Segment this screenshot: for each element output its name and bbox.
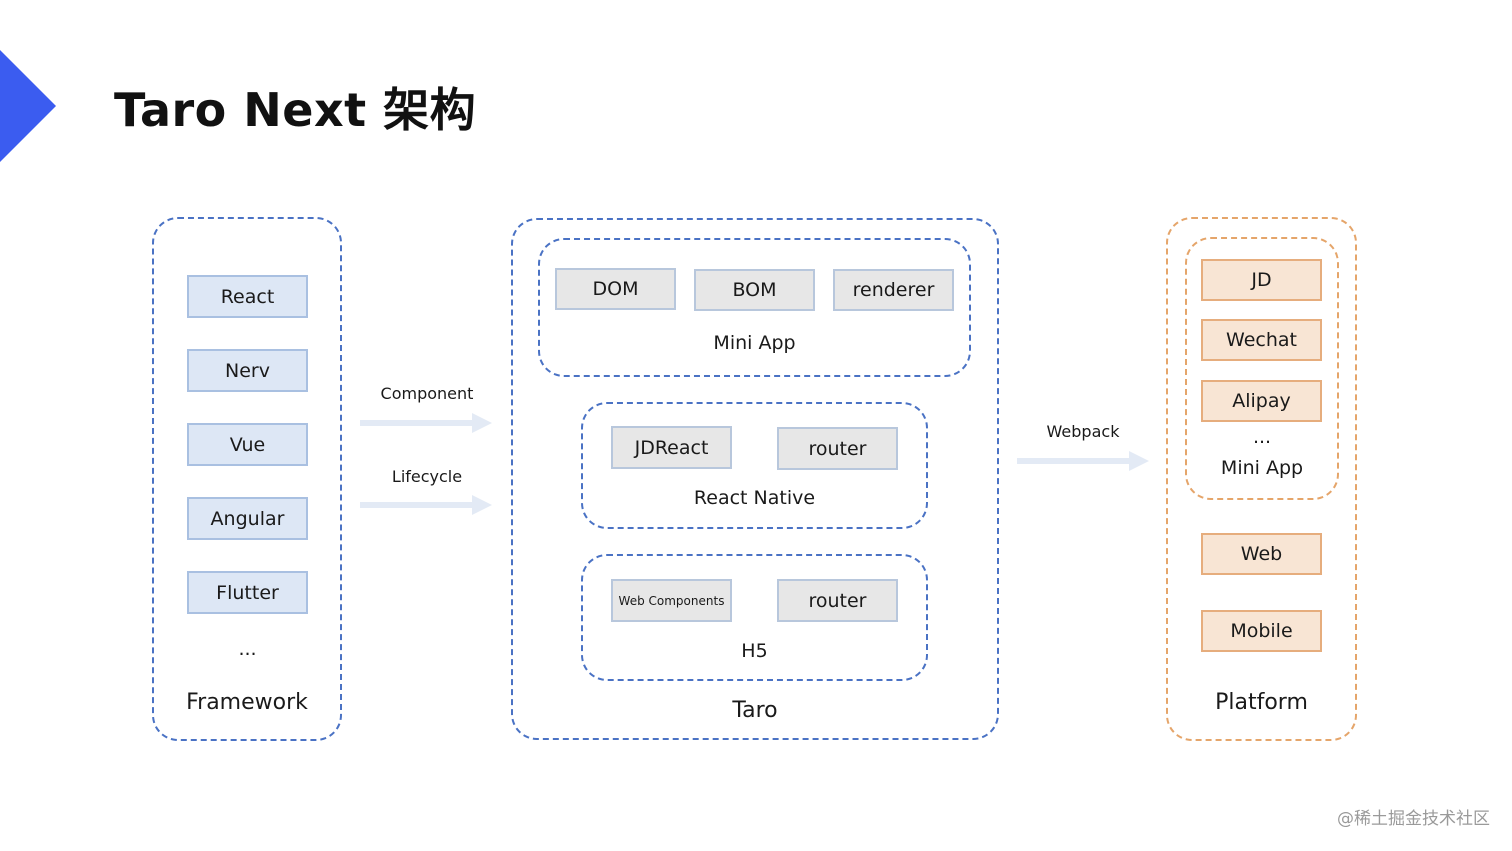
- taro-mini-app-item-bom: BOM: [694, 269, 815, 311]
- webpack-arrow-label: Webpack: [1046, 422, 1120, 441]
- taro-label: Taro: [732, 698, 778, 723]
- arrow-head-icon: [472, 413, 492, 433]
- platform-mini-app-item-wechat: Wechat: [1201, 319, 1322, 361]
- platform-item-web: Web: [1201, 533, 1322, 575]
- framework-item-angular: Angular: [187, 497, 308, 540]
- framework-item-nerv: Nerv: [187, 349, 308, 392]
- lifecycle-arrow-label: Lifecycle: [391, 467, 463, 486]
- framework-item-react: React: [187, 275, 308, 318]
- taro-h5-item-web-components: Web Components: [611, 579, 732, 622]
- platform-mini-app-group: [1185, 237, 1339, 500]
- component-arrow-label: Component: [380, 384, 474, 403]
- platform-mini-app-item-jd: JD: [1201, 259, 1322, 301]
- taro-react-native-item-router: router: [777, 427, 898, 470]
- platform-mini-app-ellipsis: ...: [1252, 426, 1272, 448]
- framework-group: [152, 217, 342, 741]
- platform-mini-app-item-alipay: Alipay: [1201, 380, 1322, 422]
- taro-mini-app-label: Mini App: [713, 332, 796, 354]
- taro-react-native-group: [581, 402, 928, 529]
- taro-h5-label: H5: [741, 640, 768, 662]
- framework-ellipsis: ...: [238, 638, 257, 660]
- taro-h5-item-router: router: [777, 579, 898, 622]
- arrow-head-icon: [1129, 451, 1149, 471]
- platform-mini-app-label: Mini App: [1220, 457, 1304, 479]
- page-title: Taro Next 架构: [114, 83, 477, 137]
- watermark: @稀土掘金技术社区: [1337, 809, 1490, 829]
- taro-mini-app-item-renderer: renderer: [833, 269, 954, 311]
- taro-mini-app-group: [538, 238, 971, 377]
- framework-item-vue: Vue: [187, 423, 308, 466]
- framework-label: Framework: [186, 690, 308, 715]
- platform-item-mobile: Mobile: [1201, 610, 1322, 652]
- accent-chevron-icon: [0, 50, 56, 162]
- platform-group: [1166, 217, 1357, 741]
- framework-item-flutter: Flutter: [187, 571, 308, 614]
- taro-react-native-label: React Native: [693, 487, 816, 509]
- webpack-arrow: [1017, 451, 1149, 471]
- taro-mini-app-item-dom: DOM: [555, 268, 676, 310]
- taro-group: [511, 218, 999, 740]
- platform-label: Platform: [1215, 690, 1308, 715]
- lifecycle-arrow: [360, 495, 492, 515]
- taro-h5-group: [581, 554, 928, 681]
- arrow-head-icon: [472, 495, 492, 515]
- taro-react-native-item-jdreact: JDReact: [611, 426, 732, 469]
- component-arrow: [360, 413, 492, 433]
